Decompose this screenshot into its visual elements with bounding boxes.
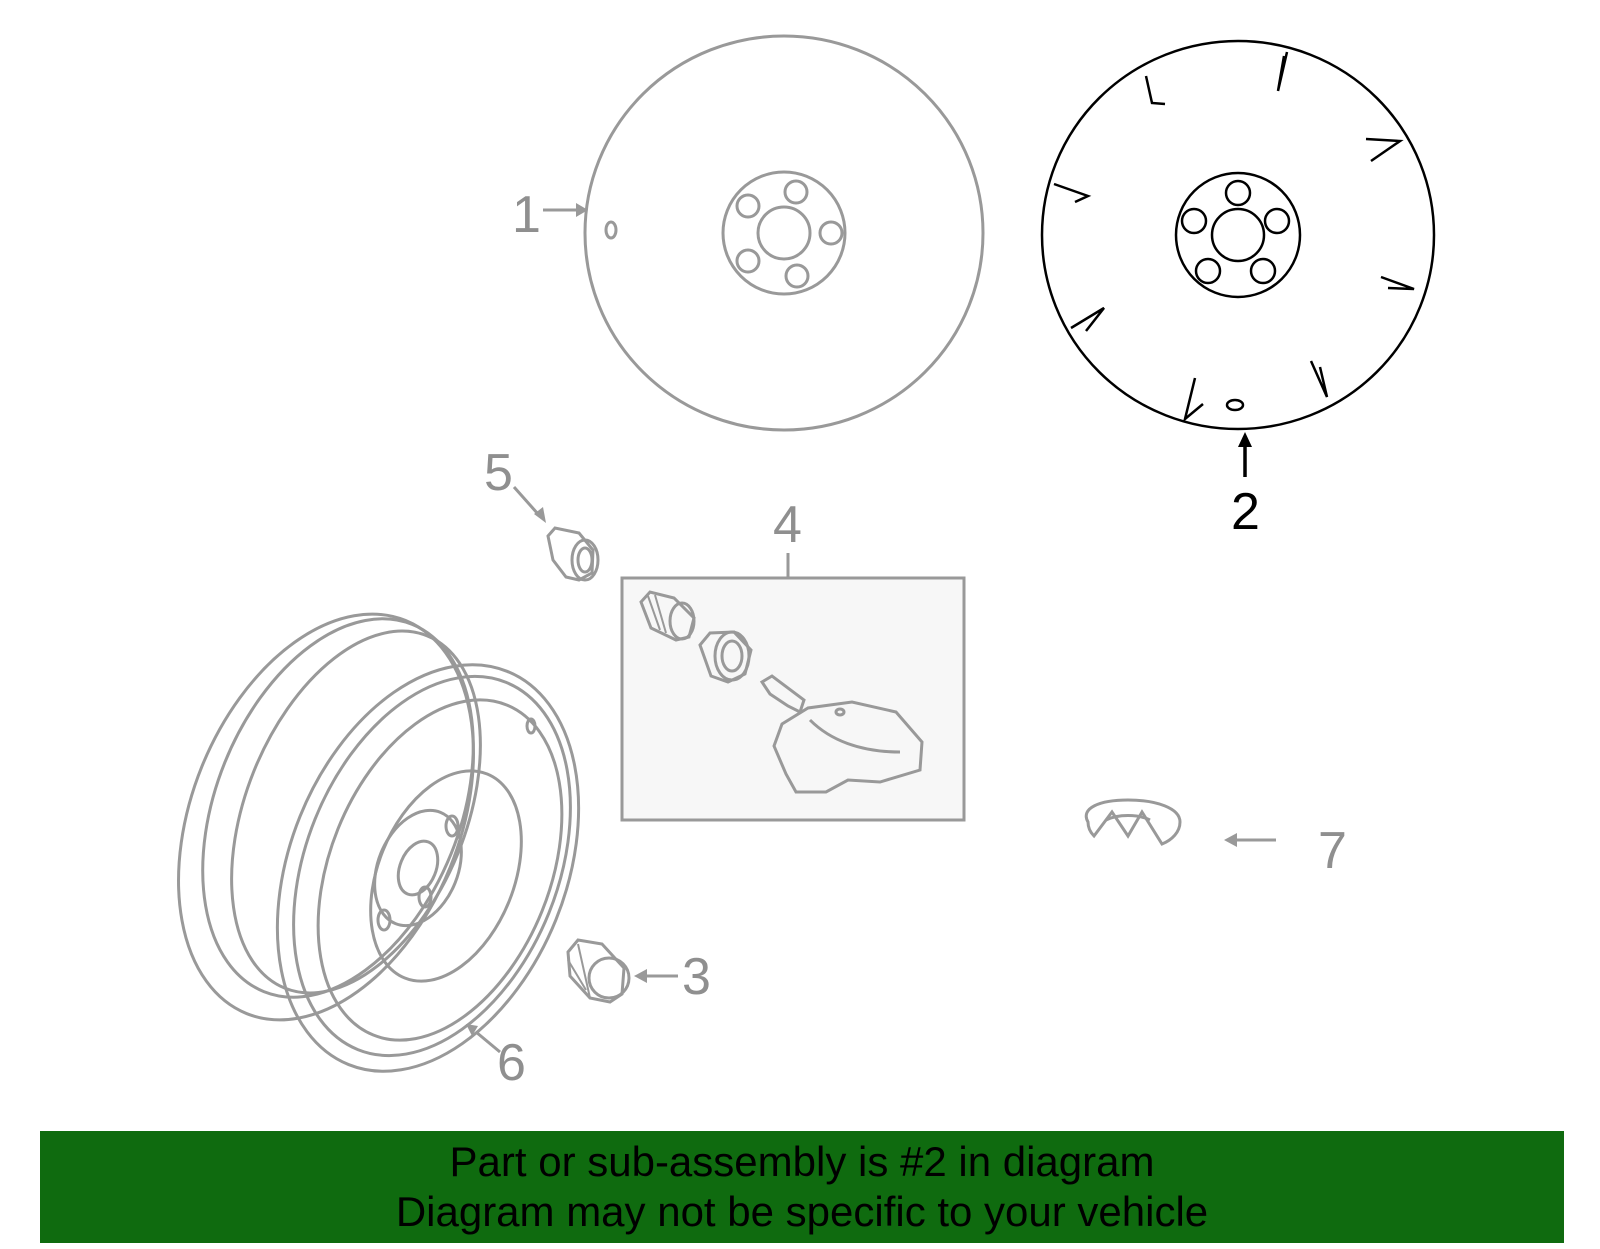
callout-3-label: 3: [682, 948, 711, 1006]
callout-5-label: 5: [484, 444, 513, 502]
info-banner: Part or sub-assembly is #2 in diagram Di…: [40, 1131, 1564, 1243]
callout-1: 1: [512, 186, 588, 244]
callout-5: 5: [484, 444, 546, 523]
callout-7: 7: [1224, 822, 1347, 880]
banner-line-1: Part or sub-assembly is #2 in diagram: [449, 1138, 1155, 1185]
part-3-lug-nut: [566, 938, 631, 1004]
callout-4-label: 4: [773, 496, 802, 554]
callout-7-label: 7: [1318, 822, 1347, 880]
callout-6: 6: [466, 1024, 526, 1092]
callout-2: 2: [1231, 432, 1260, 541]
part-4-tpms-sensor-kit: [620, 576, 966, 822]
part-5-valve-cap: [546, 526, 600, 582]
banner-line-2: Diagram may not be specific to your vehi…: [395, 1188, 1209, 1235]
part-6-steel-wheel: [177, 612, 581, 1073]
part-7-emblem: [1084, 798, 1182, 846]
part-1-wheel-cover: [583, 34, 985, 432]
callout-1-label: 1: [512, 186, 541, 244]
callout-6-label: 6: [497, 1034, 526, 1092]
callout-2-label: 2: [1231, 483, 1260, 541]
part-2-wheel-cover: [1040, 39, 1436, 431]
callout-4: 4: [773, 496, 802, 578]
callout-3: 3: [634, 948, 711, 1006]
